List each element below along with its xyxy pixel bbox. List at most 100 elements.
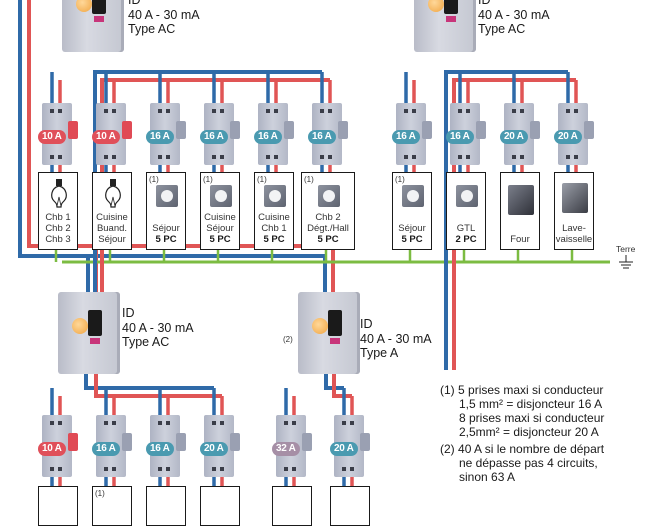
terminal (50, 467, 54, 471)
terminal (112, 467, 116, 471)
terminal (50, 155, 54, 159)
footnote-ref: (1) (95, 489, 105, 498)
terminal (512, 109, 516, 113)
load-room: Four (510, 234, 530, 245)
phase-bus-wire (100, 78, 330, 370)
breaker-rating: 16 A (92, 442, 120, 456)
id-device-4-ref: (2) (283, 335, 293, 344)
id-type: Type AC (478, 22, 526, 36)
breaker-handle-icon (230, 121, 240, 139)
breaker-handle-icon (302, 433, 312, 451)
breaker-rating: 16 A (254, 130, 282, 144)
lever-icon (444, 0, 458, 14)
load-dishwasher: Lave-vaisselle (554, 172, 594, 250)
breaker-rating: 16 A (200, 130, 228, 144)
breaker-handle-icon (422, 121, 432, 139)
terminal (166, 155, 170, 159)
terminal (574, 155, 578, 159)
terminal (458, 155, 462, 159)
terminal (292, 421, 296, 425)
terminal (274, 109, 278, 113)
socket-count: 2 PC (455, 234, 477, 245)
terminal (166, 421, 170, 425)
phase-bus-wire (332, 370, 352, 398)
terminal (212, 155, 216, 159)
phase-bus-wire (94, 370, 222, 398)
terminal (412, 109, 416, 113)
socket-count: 5 PC (155, 234, 177, 245)
terminal (266, 155, 270, 159)
terminal (466, 155, 470, 159)
id-device-2 (414, 0, 476, 52)
footnote-text: 5 prises maxi si conducteur (458, 383, 604, 397)
terminal (50, 421, 54, 425)
footnote-line: (1) 5 prises maxi si conducteur (440, 383, 604, 397)
terminal (350, 421, 354, 425)
id-type: Type AC (122, 335, 170, 349)
load-room: Chb 2 (315, 212, 341, 223)
terminal (266, 109, 270, 113)
footnote-2: (2) 40 A si le nombre de départ ne dépas… (440, 442, 604, 484)
load-room: Chb 2 (45, 223, 71, 234)
footnote-text: 40 A si le nombre de départ (458, 442, 605, 456)
power-socket-icon (156, 185, 178, 207)
power-socket-icon (264, 185, 286, 207)
phase-bus-wire (452, 78, 576, 370)
terminal (412, 155, 416, 159)
footnote-text: 1,5 mm² = disjoncteur 16 A (459, 397, 603, 411)
id-type: Type AC (128, 22, 176, 36)
id-device-4 (298, 292, 360, 374)
load-room: Chb 1 (261, 223, 287, 234)
neutral-feed-wire (18, 0, 327, 295)
power-socket-icon (210, 185, 232, 207)
breaker-handle-icon (476, 121, 486, 139)
id-name: ID (360, 317, 373, 331)
neutral-bus-wire (84, 370, 214, 390)
breaker-handle-icon (584, 121, 594, 139)
load-room: Dégt./Hall (307, 223, 349, 234)
terminal (166, 467, 170, 471)
footnote-1: (1) 5 prises maxi si conducteur 1,5 mm² … (440, 383, 604, 439)
oven-icon (508, 185, 534, 215)
breaker-rating: 16 A (146, 442, 174, 456)
terminal (320, 109, 324, 113)
terminal (158, 155, 162, 159)
terminal (328, 155, 332, 159)
terminal (458, 109, 462, 113)
footnote-ref: (1) (440, 383, 455, 397)
earth-ground-icon (619, 255, 633, 269)
terminal (466, 109, 470, 113)
terminal (520, 155, 524, 159)
footnotes: (1) 5 prises maxi si conducteur 1,5 mm² … (440, 383, 604, 487)
terminal (292, 467, 296, 471)
earth-label: Terre (616, 244, 636, 254)
terminal (166, 109, 170, 113)
lever-icon (328, 310, 342, 336)
light-bulb-icon (51, 179, 67, 208)
id-rating: 40 A - 30 mA (128, 7, 200, 22)
dishwasher-icon (562, 183, 588, 213)
load-label: Four (501, 234, 539, 245)
socket-count: 5 PC (263, 234, 285, 245)
terminal (328, 109, 332, 113)
id-name: ID (478, 0, 491, 7)
breaker-handle-icon (176, 121, 186, 139)
load-room: Cuisine (204, 212, 236, 223)
breaker-rating: 16 A (392, 130, 420, 144)
load-oven: Four (500, 172, 540, 250)
footnote-ref: (1) (203, 175, 213, 184)
load-room: Chb 3 (45, 234, 71, 245)
footnote-ref: (1) (304, 175, 314, 184)
